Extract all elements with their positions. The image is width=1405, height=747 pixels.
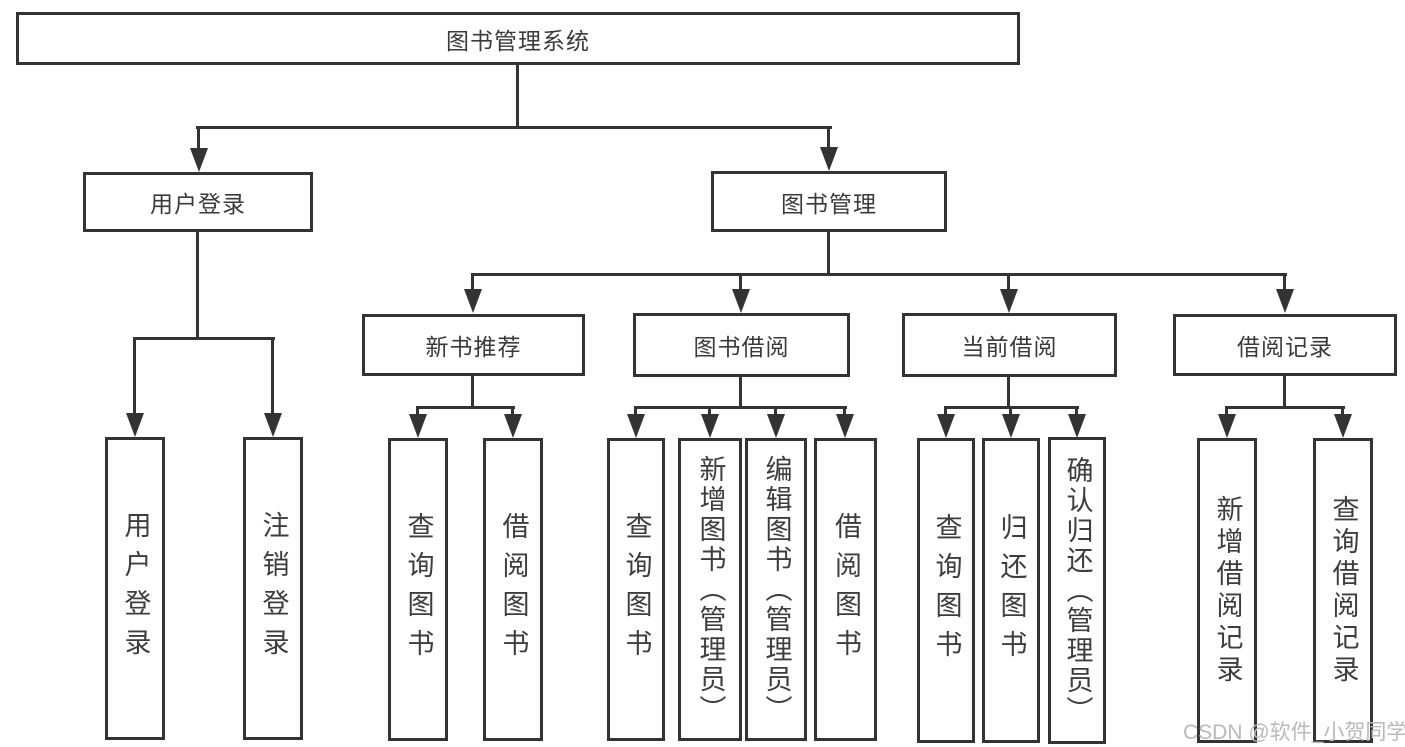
node-leaf-bb-borrow-label: 借阅图书 <box>831 511 861 668</box>
arrowhead-to-user-login <box>197 126 200 148</box>
node-leaf-cb-confirm-label: 确认归还（管理员） <box>1062 455 1093 726</box>
node-book-borrow: 图书借阅 <box>633 313 850 377</box>
node-book-mgmt: 图书管理 <box>711 171 947 232</box>
arrowhead-to-bb-edit <box>774 406 777 414</box>
arrowhead-to-bb-add <box>708 406 711 414</box>
node-leaf-rec-query: 查询借阅记录 <box>1313 438 1373 743</box>
node-leaf-bb-edit: 编辑图书（管理员） <box>745 438 807 741</box>
edge-new-books-stem <box>471 376 474 409</box>
arrowhead-to-cb-return <box>1009 406 1012 414</box>
arrowhead-to-leaf-logout <box>271 337 274 413</box>
node-leaf-cb-return-label: 归还图书 <box>996 512 1027 669</box>
node-leaf-rec-add: 新增借阅记录 <box>1197 438 1257 743</box>
arrowhead-to-rec-query <box>1341 406 1344 414</box>
arrowhead-to-bb-query <box>634 406 637 414</box>
node-root-label: 图书管理系统 <box>446 27 590 54</box>
edge-book-borrow-stem <box>739 377 742 409</box>
node-leaf-cb-return: 归还图书 <box>982 438 1040 743</box>
arrowhead-to-new-books <box>471 273 474 289</box>
arrowhead-to-borrow-records <box>1283 273 1286 289</box>
edge-root-stem <box>516 65 519 128</box>
arrowhead-to-cb-confirm <box>1075 406 1078 414</box>
edge-new-books-rail <box>416 406 515 409</box>
node-book-mgmt-label: 图书管理 <box>781 190 877 217</box>
arrowhead-to-current-borrow <box>1007 273 1010 289</box>
node-leaf-logout-label: 注销登录 <box>258 510 289 667</box>
node-leaf-logout: 注销登录 <box>243 437 303 740</box>
node-leaf-bb-add-label: 新增图书（管理员） <box>695 454 726 725</box>
arrowhead-to-bb-borrow <box>843 406 846 414</box>
csdn-watermark: CSDN @软件_小贺同学 <box>1183 721 1405 744</box>
node-leaf-cb-query: 查询图书 <box>917 438 975 743</box>
node-user-login-label: 用户登录 <box>150 191 246 217</box>
node-root: 图书管理系统 <box>16 12 1020 65</box>
node-leaf-cb-query-label: 查询图书 <box>931 512 962 669</box>
node-leaf-bb-query: 查询图书 <box>607 438 665 741</box>
edge-user-login-stem <box>196 232 199 340</box>
edge-book-mgmt-stem <box>827 232 830 276</box>
node-leaf-rec-query-label: 查询借阅记录 <box>1328 494 1359 687</box>
edge-level2-rail <box>196 126 832 129</box>
node-leaf-bb-borrow: 借阅图书 <box>814 438 877 741</box>
node-leaf-bb-query-label: 查询图书 <box>621 511 652 668</box>
arrowhead-to-book-mgmt <box>827 126 830 147</box>
arrowhead-to-cb-query <box>944 406 947 414</box>
edge-level3-rail <box>471 273 1287 276</box>
node-leaf-nb-borrow: 借阅图书 <box>483 438 543 741</box>
node-leaf-cb-confirm: 确认归还（管理员） <box>1048 437 1106 744</box>
node-new-books: 新书推荐 <box>362 314 585 376</box>
node-leaf-bb-add: 新增图书（管理员） <box>678 438 742 741</box>
node-leaf-nb-query-label: 查询图书 <box>403 511 434 668</box>
edge-user-login-rail <box>133 337 275 340</box>
node-borrow-records: 借阅记录 <box>1173 314 1397 376</box>
edge-borrow-records-stem <box>1283 376 1286 409</box>
arrowhead-to-leaf-user-login <box>133 337 136 413</box>
arrowhead-to-rec-add <box>1225 406 1228 414</box>
edge-book-borrow-rail <box>634 406 847 409</box>
edge-current-borrow-stem <box>1007 377 1010 409</box>
node-leaf-nb-query: 查询图书 <box>388 438 448 741</box>
node-book-borrow-label: 图书借阅 <box>693 334 790 360</box>
node-new-books-label: 新书推荐 <box>425 334 522 360</box>
arrowhead-to-book-borrow <box>739 273 742 289</box>
node-borrow-records-label: 借阅记录 <box>1237 334 1333 360</box>
node-current-borrow: 当前借阅 <box>902 313 1117 377</box>
node-leaf-nb-borrow-label: 借阅图书 <box>498 511 529 668</box>
node-current-borrow-label: 当前借阅 <box>961 334 1058 360</box>
node-leaf-bb-edit-label: 编辑图书（管理员） <box>761 454 792 725</box>
edge-borrow-records-rail <box>1225 406 1345 409</box>
node-leaf-user-login: 用户登录 <box>105 437 165 740</box>
arrowhead-to-nb-borrow <box>511 406 514 414</box>
node-user-login: 用户登录 <box>83 172 313 232</box>
arrowhead-to-nb-query <box>416 406 419 414</box>
node-leaf-rec-add-label: 新增借阅记录 <box>1212 494 1243 687</box>
node-leaf-user-login-label: 用户登录 <box>120 510 151 667</box>
